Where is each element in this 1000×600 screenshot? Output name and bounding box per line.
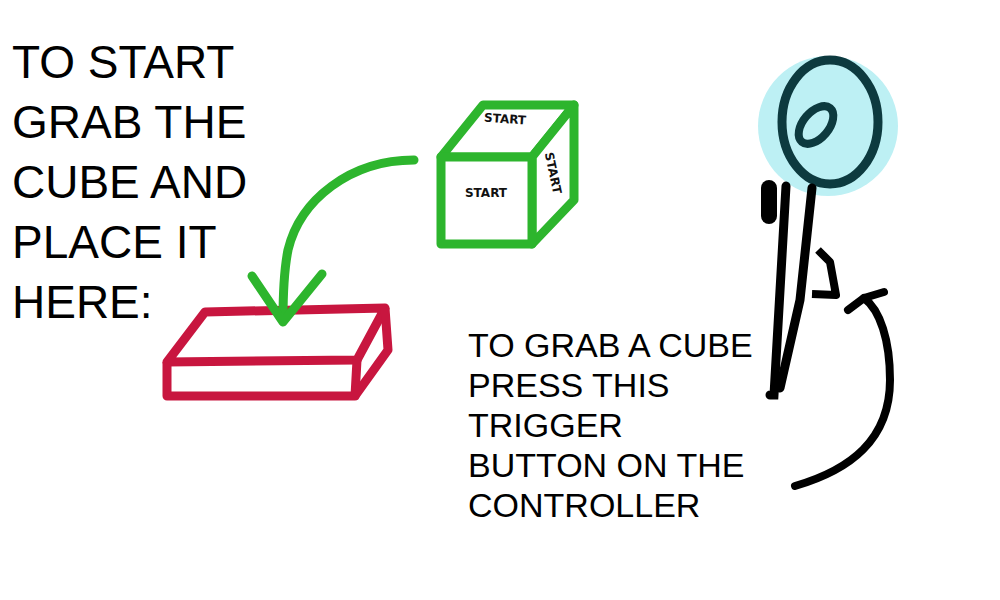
start-cube (441, 105, 574, 244)
grab-instruction: TO GRAB A CUBE PRESS THIS TRIGGER BUTTON… (468, 325, 760, 525)
place-arrow (252, 160, 414, 322)
cube-label: START (542, 151, 564, 195)
trigger-arrow (795, 292, 890, 486)
start-cube: START START START (436, 100, 580, 250)
cube-label: START (465, 186, 507, 200)
start-instruction: TO START GRAB THE CUBE AND PLACE IT HERE… (12, 32, 267, 332)
cube-label: START (484, 111, 527, 128)
vr-controller (758, 56, 898, 395)
